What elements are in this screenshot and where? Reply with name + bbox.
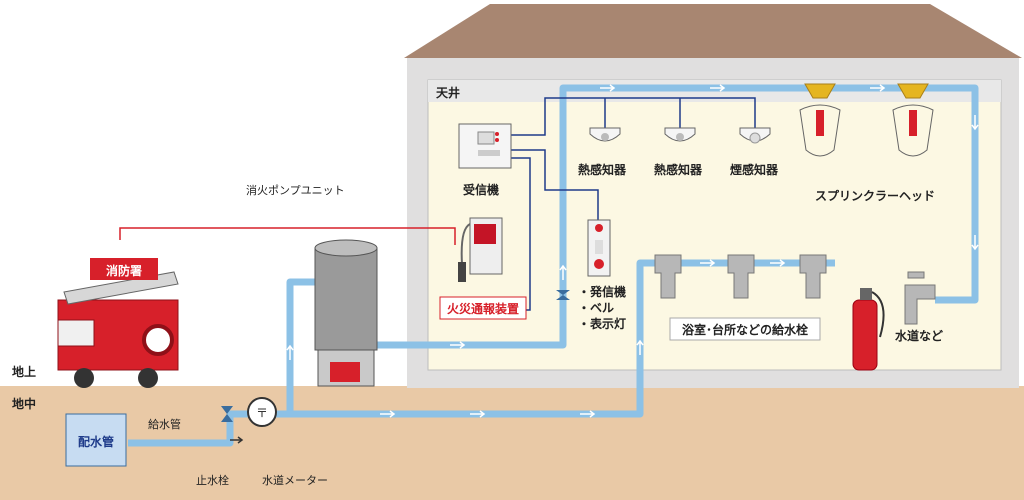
underground-label: 地中 [12,396,36,411]
smoke-detector-label: 煙感知器 [730,162,779,177]
receiver-unit [458,123,512,169]
supply-pipe-arrow-head-icon [237,436,244,444]
sprinkler-pipe [373,84,979,349]
water-tap-label: 水道など [895,328,943,343]
riser-valve [556,290,570,300]
fire-truck-icon [57,271,179,388]
flow-arrows [286,84,979,418]
svg-text:〒: 〒 [256,406,268,420]
supply-pipe [128,410,248,447]
fire-extinguisher-icon [852,288,885,371]
water-tap-icon [904,271,936,325]
faucets-icon [654,254,827,299]
stop-valve-label: 止水栓 [196,473,229,487]
alarm-device-label-box [439,296,527,320]
fire-station-badge [90,258,158,280]
sprinkler-head-2-icon [892,83,934,157]
smoke-detector-icon [739,127,771,144]
fire-alarm-device [458,217,503,282]
heat-detector-2-icon [664,127,696,142]
fire-alarm-device-label: 火災通報装置 [447,301,519,316]
sprinkler-head-label: スプリンクラーヘッド [815,188,935,203]
transmitter-label-1: ・発信機 [578,284,626,299]
distribution-pipe-label: 配水管 [78,434,114,449]
water-meter-icon: 〒 [247,397,277,427]
ceiling-label: 天井 [436,85,460,100]
pump-unit-label: 消火ポンプユニット [246,183,345,197]
heat-detector-1-label: 熱感知器 [578,162,627,177]
sprinkler-head-1-icon [799,83,841,157]
distribution-pipe-box [65,413,127,467]
water-meter-label: 水道メーター [262,473,328,487]
fire-pump-unit-icon [314,239,378,387]
receiver-label: 受信機 [463,182,499,197]
transmitter-label-2: ・ベル [578,301,614,315]
faucets-label: 浴室･台所などの給水栓 [682,322,808,337]
above-ground-label: 地上 [12,364,36,379]
heat-detector-1-icon [589,127,621,142]
transmitter-bell-lamp [587,219,611,277]
faucets-label-box [669,317,821,341]
stop-valve-icon [221,406,233,422]
heat-detector-2-label: 熱感知器 [654,162,703,177]
transmitter-label-3: ・表示灯 [578,316,626,331]
roof [404,4,1022,58]
fire-station-link [119,227,456,245]
supply-pipe-label: 給水管 [148,417,181,431]
fire-station-label: 消防署 [106,263,142,278]
